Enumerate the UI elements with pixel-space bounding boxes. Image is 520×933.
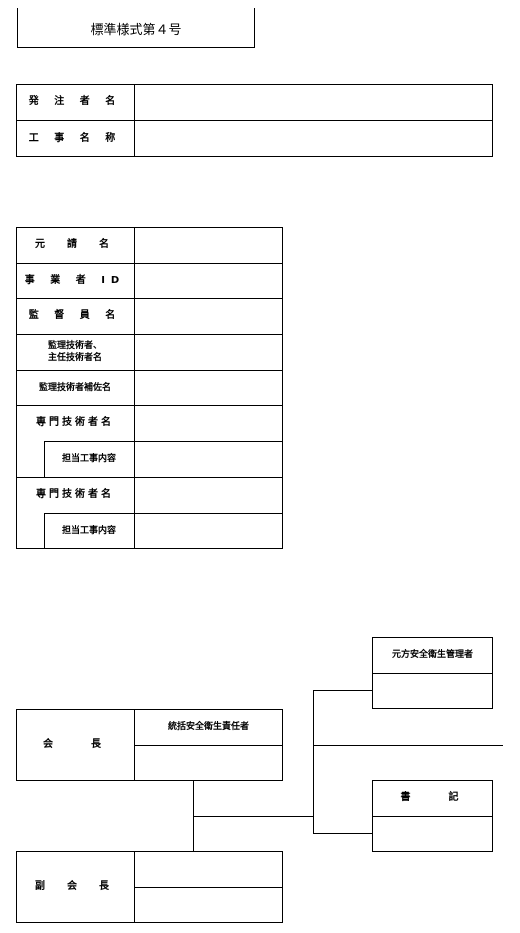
supervisor-name-label: 監 督 員 名: [28, 310, 122, 321]
vice-chairman-field-1[interactable]: [135, 852, 282, 887]
chairman-label: 会 長: [43, 739, 107, 750]
secretary-label: 書 記: [400, 792, 465, 803]
business-operator-id-field[interactable]: [135, 264, 282, 298]
vice-chairman-label: 副 会 長: [35, 881, 115, 892]
subitem-indent-line: [44, 513, 45, 549]
contractor-row-divider: [16, 263, 283, 264]
vice-chairman-row-divider: [134, 887, 283, 888]
contractor-row-divider: [16, 370, 283, 371]
assigned-work-label: 担当工事内容: [61, 454, 116, 464]
contractor-row-divider: [16, 405, 283, 406]
prime-contractor-field[interactable]: [135, 228, 282, 263]
subitem-indent-line: [44, 441, 45, 477]
project-row-divider: [16, 120, 493, 121]
vice-chairman-field-2[interactable]: [135, 888, 282, 922]
orderer-name-field[interactable]: [135, 85, 492, 120]
connector-to-secretary: [313, 833, 372, 834]
chairman-row-divider: [134, 745, 283, 746]
prime-safety-manager-row-divider: [372, 673, 493, 674]
prime-safety-manager-field[interactable]: [373, 674, 492, 708]
safety-officer-label: 統括安全衛生責任者: [167, 722, 249, 732]
contractor-table: [16, 227, 283, 549]
secretary-field[interactable]: [373, 817, 492, 851]
project-name-field[interactable]: [135, 121, 492, 156]
contractor-row-divider: [44, 441, 283, 442]
prime-safety-manager-label: 元方安全衛生管理者: [391, 650, 473, 660]
connector-trunk: [313, 690, 314, 834]
chief-engineer-label: 監理技術者、 主任技術者名: [47, 341, 102, 363]
project-column-divider: [134, 84, 135, 157]
connector-to-trunk: [193, 816, 314, 817]
contractor-row-divider: [16, 334, 283, 335]
specialist-engineer-label: 専門技術者名: [36, 489, 114, 500]
contractor-column-divider: [134, 227, 135, 549]
assistant-chief-engineer-label: 監理技術者補佐名: [38, 382, 111, 393]
orderer-name-label: 発 注 者 名: [28, 96, 122, 107]
connector-to-prime-safety-manager: [313, 690, 372, 691]
assigned-work-label: 担当工事内容: [61, 526, 116, 536]
project-name-label: 工 事 名 称: [28, 132, 122, 144]
specialist-engineer-field[interactable]: [135, 478, 282, 513]
connector-branch-right: [313, 745, 503, 746]
assigned-work-field[interactable]: [135, 442, 282, 477]
secretary-row-divider: [372, 816, 493, 817]
assistant-chief-engineer-field[interactable]: [135, 371, 282, 405]
contractor-row-divider: [16, 298, 283, 299]
contractor-row-divider: [16, 477, 283, 478]
chief-engineer-field[interactable]: [135, 335, 282, 370]
form-number: 標準様式第４号: [90, 22, 182, 38]
specialist-engineer-label: 専門技術者名: [36, 417, 114, 428]
assigned-work-field[interactable]: [135, 514, 282, 549]
contractor-row-divider: [44, 513, 283, 514]
prime-contractor-label: 元 請 名: [35, 239, 115, 250]
supervisor-name-field[interactable]: [135, 299, 282, 334]
form-number-box: [17, 8, 255, 48]
safety-officer-field[interactable]: [135, 746, 282, 780]
business-operator-id-label: 事 業 者 ID: [24, 274, 126, 286]
specialist-engineer-field[interactable]: [135, 406, 282, 441]
